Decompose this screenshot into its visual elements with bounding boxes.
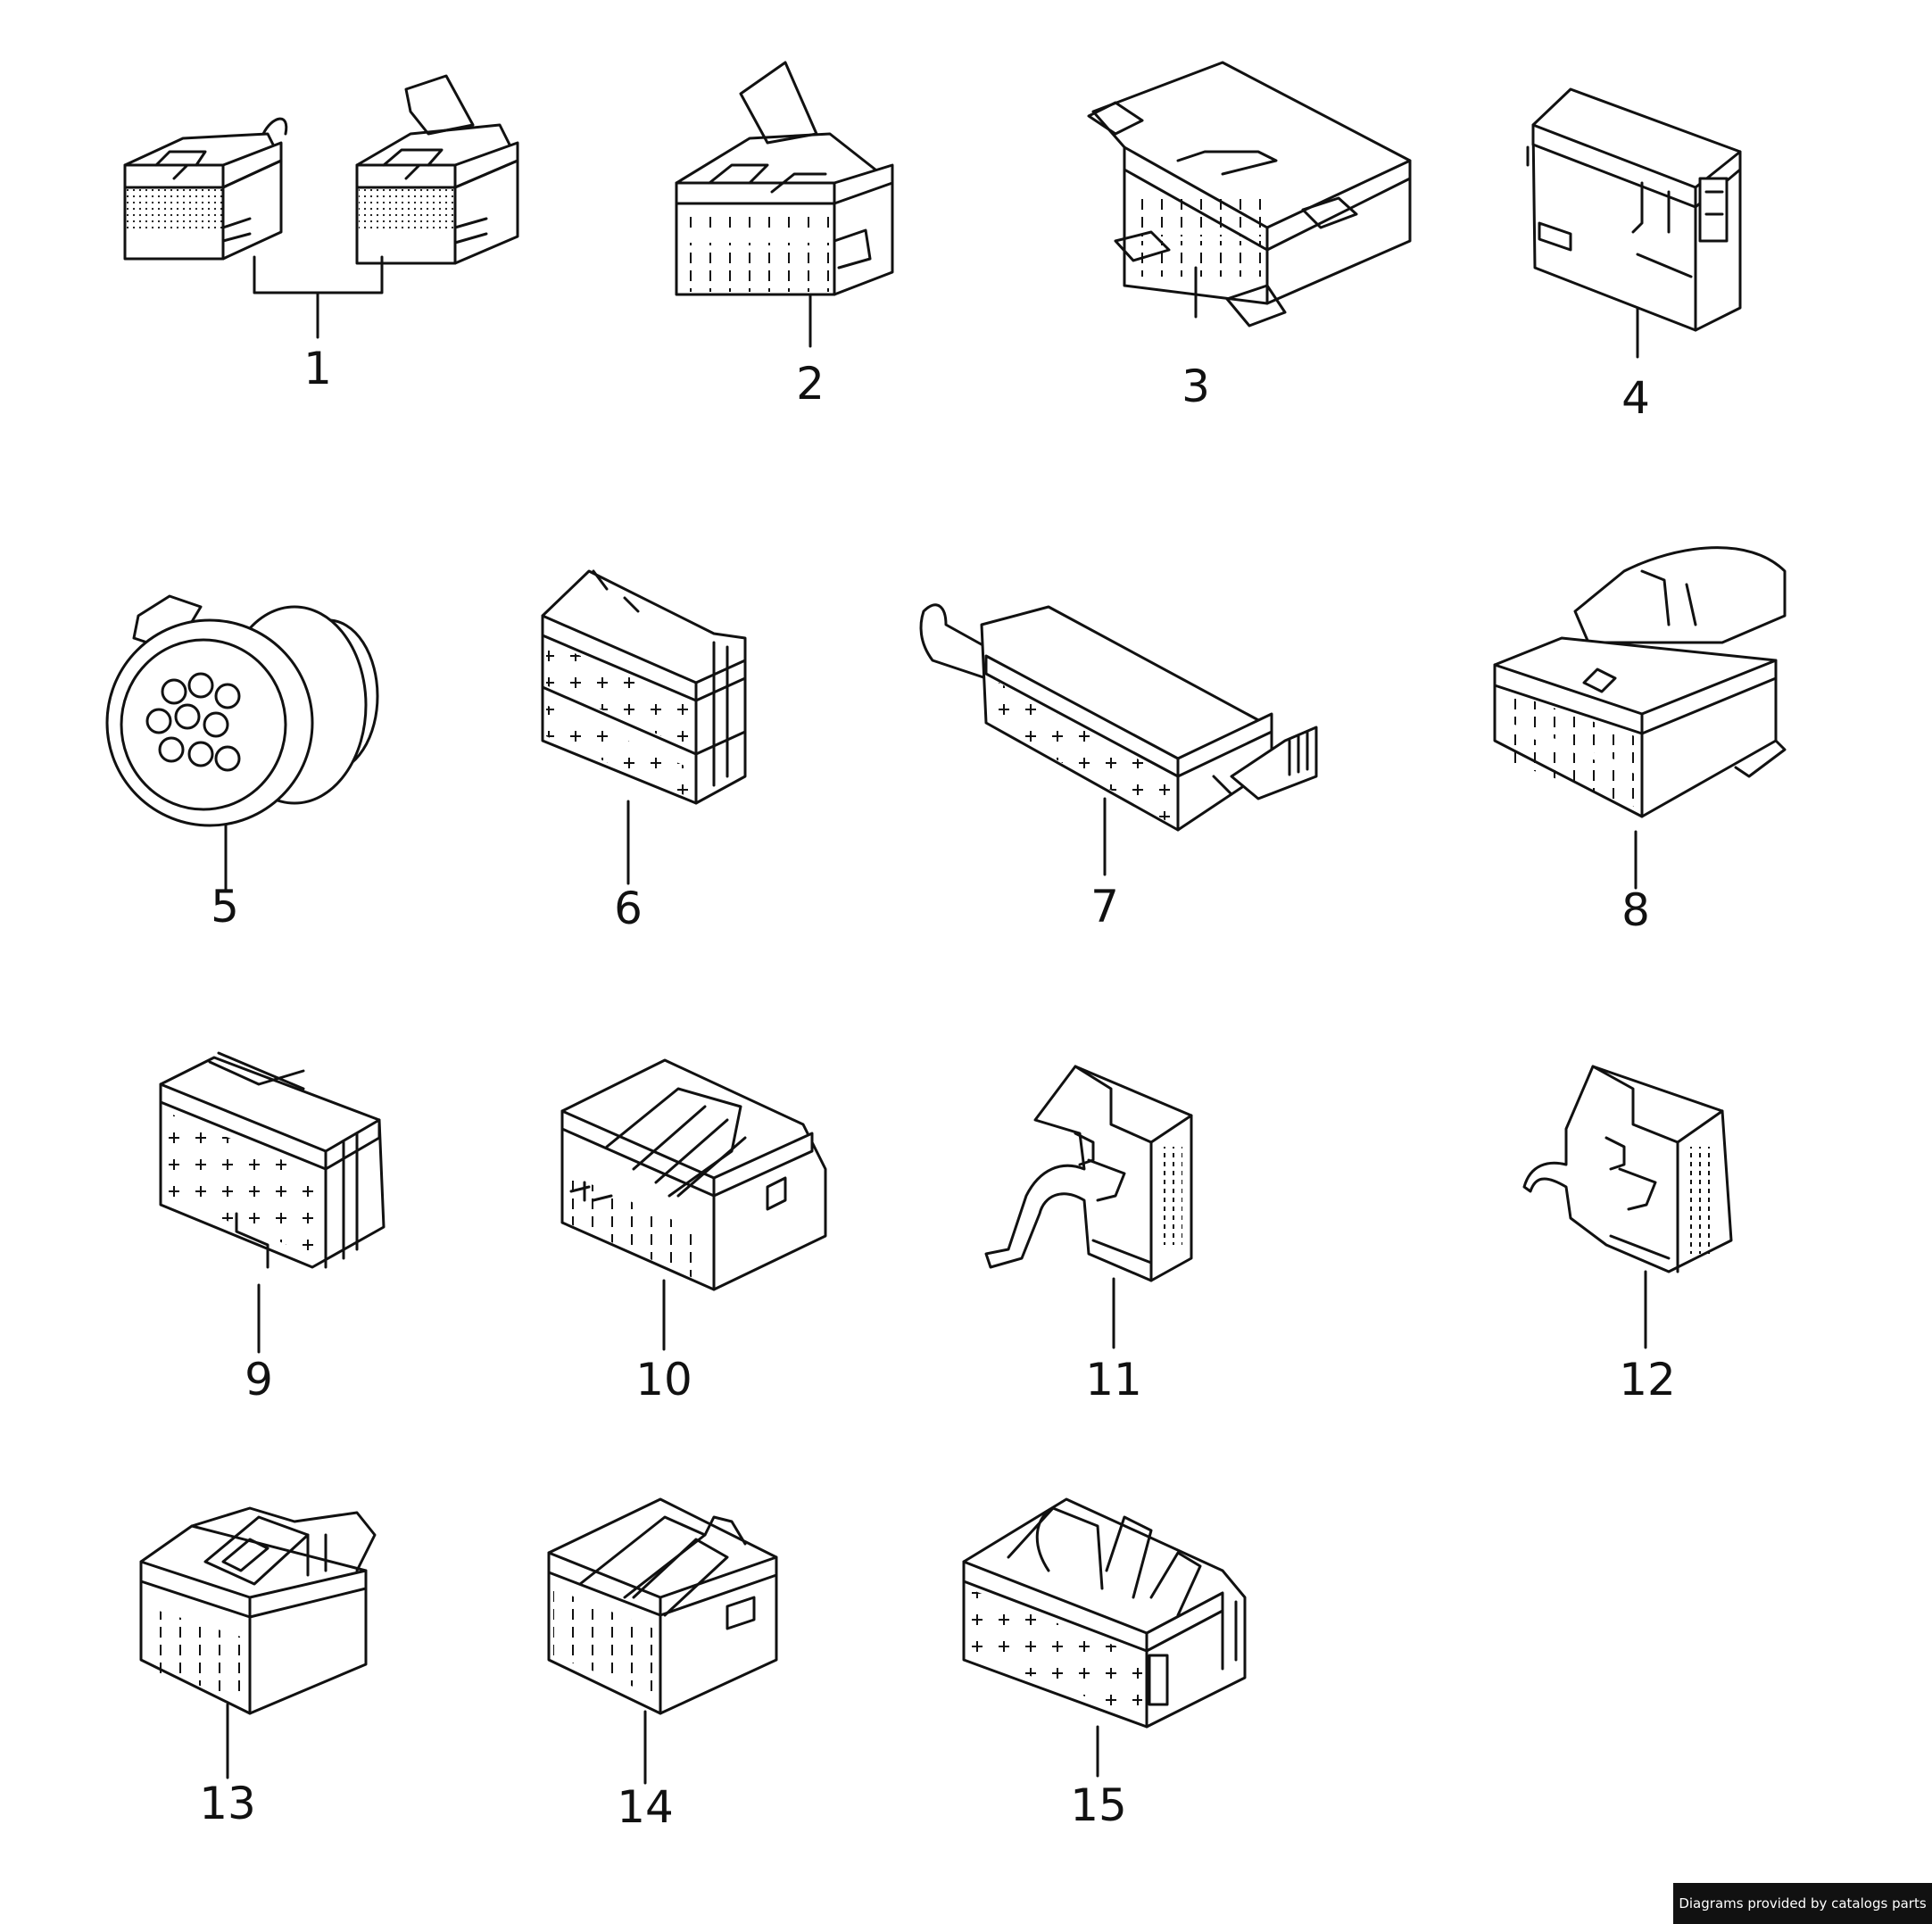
- callout-9: 9: [245, 1354, 273, 1406]
- connector-1a-drawing: [123, 117, 288, 261]
- connector-part-9: [159, 1051, 386, 1354]
- connector-5-pin-holes: [145, 672, 241, 772]
- connector-part-1: [123, 74, 519, 339]
- connector-2-cavities: [683, 212, 830, 292]
- connector-part-8: [1493, 546, 1787, 890]
- connector-6-pin-grid: [546, 641, 692, 799]
- callout-4: 4: [1621, 372, 1650, 424]
- connector-1b-drawing: [355, 74, 519, 265]
- connector-part-4: [1526, 87, 1742, 359]
- callout-12: 12: [1619, 1354, 1676, 1406]
- credit-badge: Diagrams provided by catalogs parts: [1673, 1883, 1932, 1924]
- connector-3-cavities: [1129, 192, 1263, 277]
- callout-10: 10: [635, 1354, 692, 1406]
- callout-5: 5: [211, 881, 239, 933]
- callout-2: 2: [796, 358, 825, 410]
- callout-labels: 1 2 3 4 5 6 7 8 9 10 11 12 13 14 15: [199, 343, 1676, 1833]
- callout-8: 8: [1621, 884, 1650, 936]
- connector-part-10: [560, 1058, 827, 1351]
- callout-6: 6: [614, 883, 643, 934]
- callout-1: 1: [303, 343, 332, 394]
- connector-part-6: [541, 569, 747, 885]
- connector-part-2: [675, 61, 894, 348]
- callout-1-leader: [253, 255, 384, 339]
- callout-3: 3: [1182, 361, 1210, 412]
- callout-14: 14: [617, 1781, 674, 1833]
- connector-part-15: [962, 1497, 1247, 1778]
- connector-8-cavities: [1499, 689, 1638, 808]
- connector-part-7: [919, 603, 1318, 876]
- connector-part-11: [984, 1065, 1193, 1349]
- connector-part-5: [105, 594, 379, 892]
- connector-part-14: [547, 1497, 778, 1785]
- connector-part-12: [1522, 1065, 1733, 1349]
- callout-15: 15: [1070, 1779, 1127, 1831]
- callout-11: 11: [1085, 1354, 1142, 1406]
- connector-part-3: [1087, 61, 1412, 328]
- connector-10-cavities: [567, 1173, 709, 1285]
- callout-7: 7: [1090, 881, 1119, 933]
- connector-part-13: [139, 1506, 377, 1779]
- callout-13: 13: [199, 1778, 256, 1829]
